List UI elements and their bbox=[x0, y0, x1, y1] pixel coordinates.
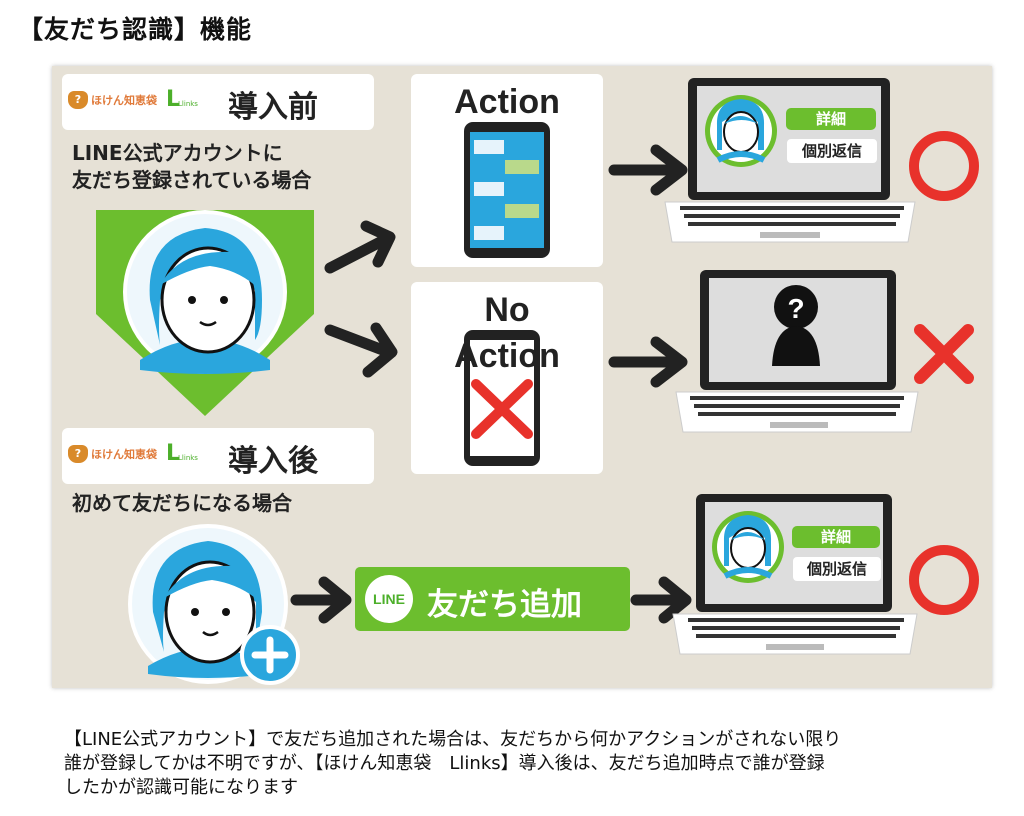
user-avatar-icon bbox=[123, 210, 287, 374]
ok-circle-icon bbox=[909, 131, 979, 201]
before-desc: LINE公式アカウントに 友だち登録されている場合 bbox=[72, 140, 311, 194]
brand-bag-icon: ? bbox=[68, 445, 88, 463]
smartphone-chat-icon bbox=[464, 122, 550, 258]
caption-line2: 誰が登録してかは不明ですが、【ほけん知恵袋 Llinks】導入後は、友だち追加時… bbox=[64, 753, 825, 774]
laptop-known-user-icon bbox=[672, 494, 918, 655]
detail-tag: 詳細 bbox=[786, 108, 876, 130]
arrow-down-right-icon bbox=[324, 322, 398, 378]
svg-text:?: ? bbox=[787, 293, 804, 324]
caption-line3: したかが認識可能になります bbox=[64, 777, 298, 798]
brand-name: ほけん知恵袋 bbox=[91, 94, 157, 107]
laptop-unknown-user-icon: ? bbox=[675, 270, 919, 433]
arrow-right-icon bbox=[630, 576, 692, 624]
brand-bag-icon: ? bbox=[68, 91, 88, 109]
no-action-label-line2: Action bbox=[454, 337, 560, 375]
arrow-right-icon bbox=[608, 336, 688, 388]
smartphone-cross-icon bbox=[464, 330, 540, 466]
before-label-box bbox=[62, 74, 374, 130]
line-add-friend-label: 友だち追加 bbox=[427, 587, 582, 623]
brand-name: ほけん知恵袋 bbox=[91, 448, 157, 461]
line-add-friend-button[interactable]: LINE 友だち追加 bbox=[355, 567, 630, 631]
caption-text: 【LINE公式アカウント】で友だち追加された場合は、友だちから何かアクションがさ… bbox=[64, 728, 1014, 800]
plus-icon bbox=[240, 625, 300, 685]
reply-tag: 個別返信 bbox=[792, 556, 882, 582]
page-title: 【友だち認識】機能 bbox=[18, 15, 253, 44]
arrow-right-icon bbox=[290, 576, 352, 624]
ok-circle-icon bbox=[909, 545, 979, 615]
line-logo-icon: LINE bbox=[365, 575, 413, 623]
before-desc-line1: LINE公式アカウントに bbox=[72, 141, 283, 165]
arrow-up-right-icon bbox=[324, 220, 396, 274]
after-desc: 初めて友だちになる場合 bbox=[72, 491, 292, 515]
after-label-box bbox=[62, 428, 374, 484]
new-user-avatar-icon bbox=[128, 524, 288, 684]
caption-line1: 【LINE公式アカウント】で友だち追加された場合は、友だちから何かアクションがさ… bbox=[64, 729, 842, 750]
detail-tag: 詳細 bbox=[792, 526, 880, 548]
no-action-label-line1: No bbox=[484, 291, 530, 329]
arrow-right-icon bbox=[608, 144, 688, 196]
after-phase-title: 導入後 bbox=[228, 444, 318, 479]
before-desc-line2: 友だち登録されている場合 bbox=[72, 168, 312, 192]
reply-tag: 個別返信 bbox=[786, 138, 878, 164]
ng-cross-icon bbox=[914, 324, 974, 384]
before-phase-title: 導入前 bbox=[228, 90, 318, 125]
action-label: Action bbox=[454, 83, 560, 121]
